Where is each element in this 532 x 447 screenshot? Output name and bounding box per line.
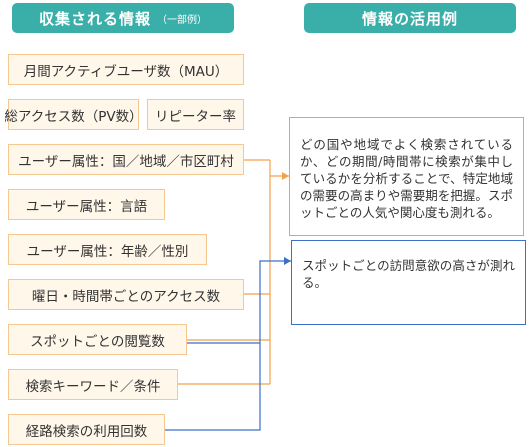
usage-regional-demand: どの国や地域でよく検索されているか、どの期間/時間帯に検索が集中しているかを分析… (289, 117, 524, 236)
item-user-age-gender: ユーザー属性：年齢／性別 (8, 234, 207, 265)
usage-examples-title: 情報の活用例 (361, 9, 458, 28)
usage-visit-intent: スポットごとの訪問意欲の高さが測れる。 (291, 240, 526, 325)
blue-from-route-search (165, 343, 261, 431)
collected-info-title: 収集される情報 (38, 9, 151, 28)
item-search-keywords: 検索キーワード／条件 (8, 369, 178, 400)
item-weekday-time-access: 曜日・時間帯ごとのアクセス数 (8, 279, 244, 310)
item-route-search-count: 経路検索の利用回数 (8, 414, 165, 445)
item-repeater-rate: リピーター率 (147, 99, 244, 130)
orange-to-usage-arrowhead (282, 172, 289, 180)
collected-info-subtitle: （一部例） (157, 14, 207, 26)
blue-from-spot-views-arrowhead (284, 257, 291, 265)
item-user-region: ユーザー属性：国／地域／市区町村 (8, 144, 244, 175)
item-total-access: 総アクセス数（PV数） (4, 99, 143, 130)
usage-examples-header: 情報の活用例 (304, 3, 516, 33)
item-mau: 月間アクティブユーザ数（MAU） (8, 54, 244, 85)
blue-connector-lines (165, 257, 291, 431)
item-spot-views: スポットごとの閲覧数 (8, 324, 187, 355)
collected-info-header: 収集される情報 （一部例） (12, 3, 234, 33)
blue-from-spot-views (187, 260, 291, 344)
orange-connector-lines (178, 159, 289, 385)
item-user-language: ユーザー属性：言語 (8, 189, 165, 220)
